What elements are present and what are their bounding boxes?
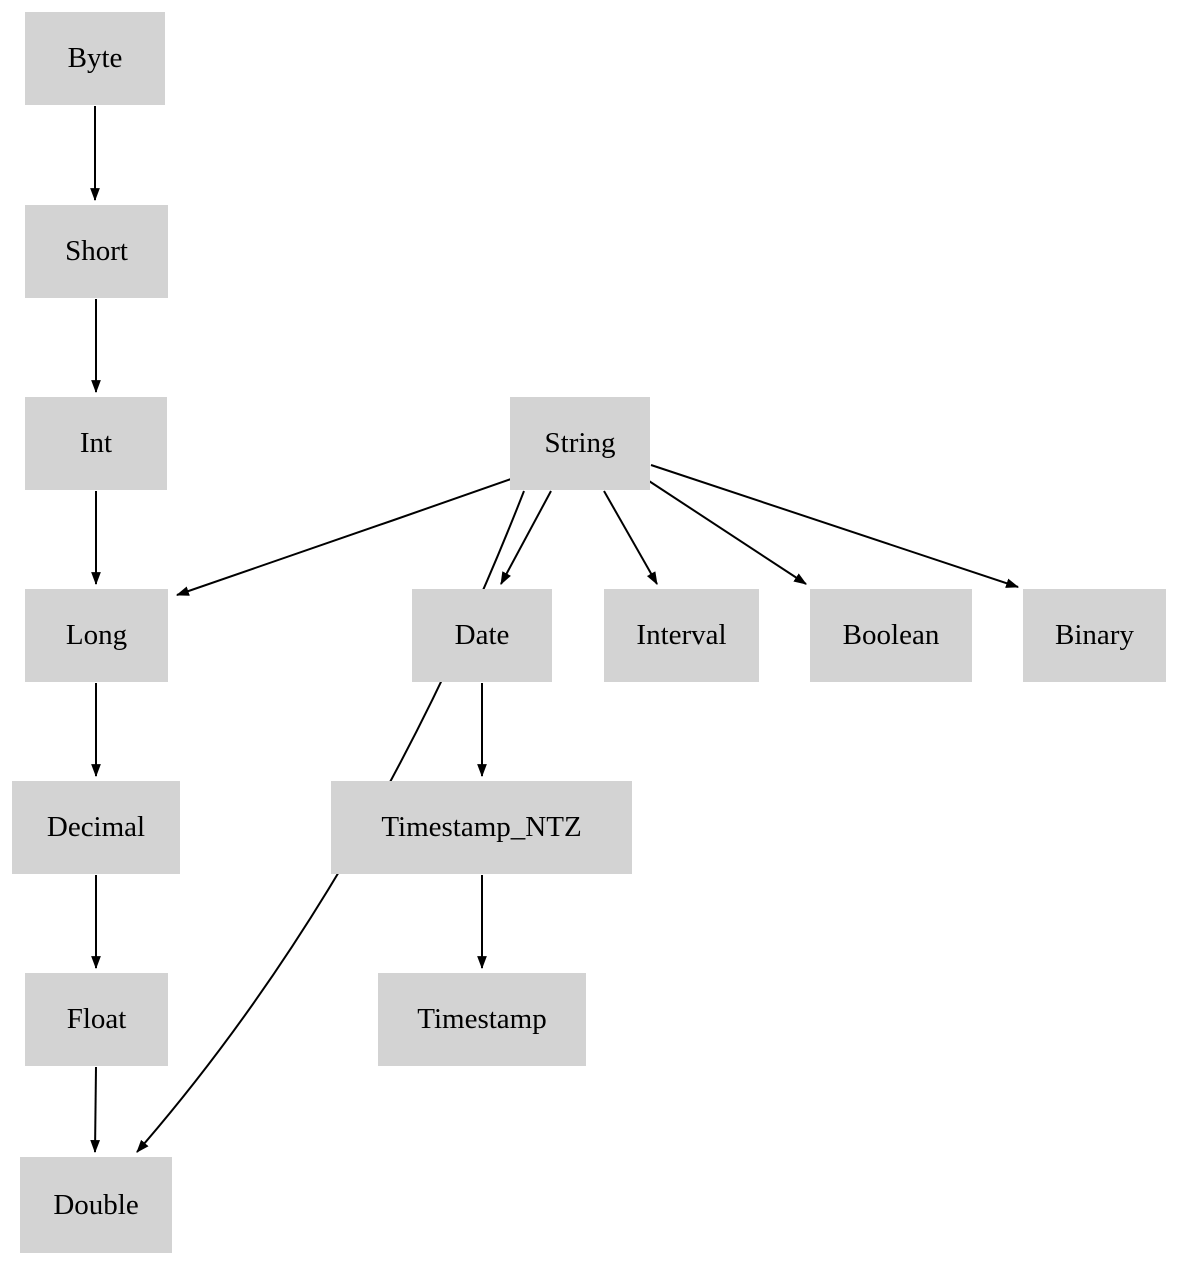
node-boolean: Boolean [810,589,972,682]
edge-string-to-boolean [648,480,807,585]
node-timestamp: Timestamp [378,973,586,1066]
node-decimal: Decimal [12,781,180,874]
node-float: Float [25,973,168,1066]
node-interval: Interval [604,589,759,682]
node-timestamp_ntz: Timestamp_NTZ [331,781,632,874]
edge-float-to-double [90,1066,101,1154]
node-long: Long [25,589,168,682]
node-binary: Binary [1023,589,1166,682]
edge-string-to-date [500,490,552,585]
edge-string-to-long [175,478,512,596]
node-byte: Byte [25,12,165,105]
node-string: String [510,397,650,490]
node-date: Date [412,589,552,682]
node-int: Int [25,397,167,490]
edge-string-to-interval [603,490,658,585]
node-short: Short [25,205,168,298]
node-double: Double [20,1157,172,1253]
edge-string-to-binary [650,464,1020,588]
